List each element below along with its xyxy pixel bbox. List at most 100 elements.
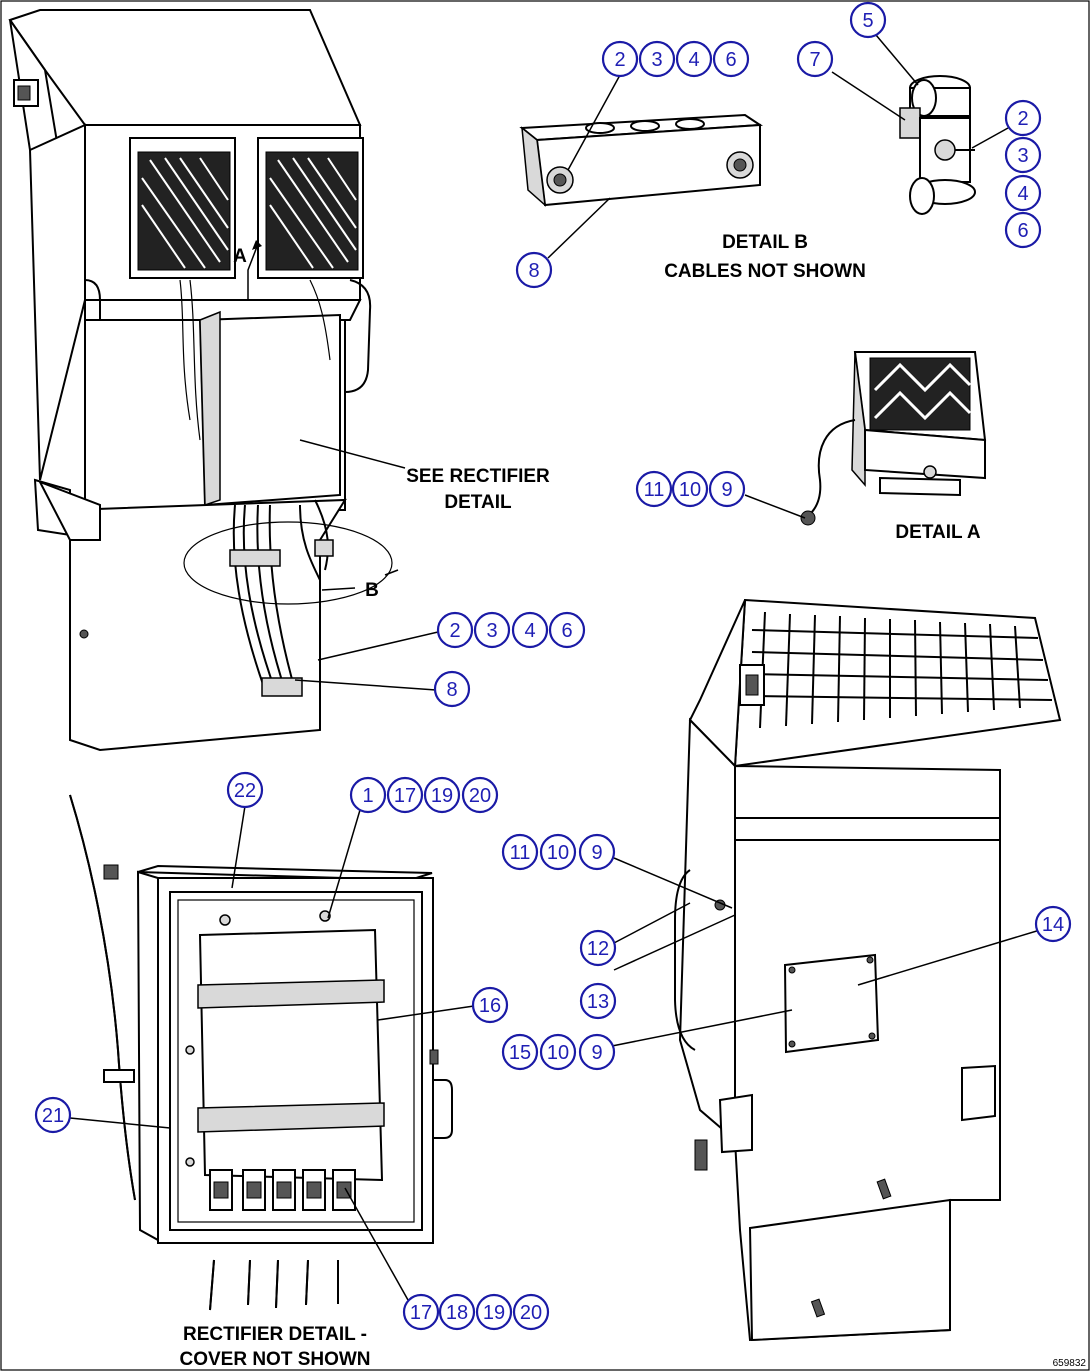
callout-14: 14 [1034,905,1072,943]
callout-circle [475,1293,513,1331]
callout-circle [1004,174,1042,212]
callout-number: 20 [520,1302,542,1324]
callout-number: 6 [561,620,572,642]
rear-unit-hood-grille [733,598,1062,768]
callout-10: 10 [671,470,709,508]
callout-circle [461,776,499,814]
callout-4: 4 [1004,174,1042,212]
see-rectifier-line1: SEE RECTIFIER [406,466,550,487]
callout-circle [226,771,264,809]
callout-circle [849,1,887,39]
callout-circle [578,833,616,871]
callout-circle [1034,905,1072,943]
callout-2: 2 [601,40,639,78]
callout-number: 7 [809,49,820,71]
callout-20: 20 [512,1293,550,1331]
callout-circle [34,1096,72,1134]
callout-circle [386,776,424,814]
callout-circle [539,833,577,871]
callout-circle [601,40,639,78]
rectifier-unit [198,928,384,1182]
callout-circle [511,611,549,649]
callout-21: 21 [34,1096,72,1134]
main-unit-cables [229,499,334,697]
callout-number: 3 [1017,145,1028,167]
callout-number: 8 [446,679,457,701]
detail-b-bracket [519,113,764,207]
rectifier-caption-line2: COVER NOT SHOWN [179,1349,370,1370]
callout-16: 16 [471,986,509,1024]
detail-b-marker-ellipse [183,521,393,605]
callout-20: 20 [461,776,499,814]
callout-circle [515,251,553,289]
callout-circle [438,1293,476,1331]
callout-circle [712,40,750,78]
callout-number: 11 [510,842,531,864]
callout-circle [1004,136,1042,174]
callout-circle [423,776,461,814]
callout-circle [675,40,713,78]
callout-10: 10 [539,833,577,871]
callout-8: 8 [515,251,553,289]
callout-circle [433,670,471,708]
callout-number: 9 [591,842,602,864]
callout-6: 6 [1004,211,1042,249]
callout-circle [501,833,539,871]
rectifier-caption-line1: RECTIFIER DETAIL - [183,1324,367,1345]
callout-10: 10 [539,1033,577,1071]
callout-number: 15 [509,1042,531,1064]
detail-b-caption-line2: CABLES NOT SHOWN [664,261,866,282]
detail-a-grille-close-up [800,351,987,526]
callout-5: 5 [849,1,887,39]
callout-circle [548,611,586,649]
callout-number: 5 [862,10,873,32]
callout-number: 2 [1017,108,1028,130]
callout-number: 20 [469,785,491,807]
leader-see-rectifier [299,439,406,469]
callout-number: 17 [394,785,416,807]
callout-9: 9 [578,1033,616,1071]
callout-22: 22 [226,771,264,809]
main-unit-rectifier-box [198,313,341,507]
callout-circle [1004,99,1042,137]
detail-b-caption-line1: DETAIL B [722,232,808,253]
callout-circle [349,776,387,814]
callout-1: 1 [349,776,387,814]
callout-number: 10 [547,842,569,864]
main-unit-left-grille [129,137,236,279]
callout-15: 15 [501,1033,539,1071]
callout-circle [638,40,676,78]
rectifier-cables-below [209,1259,339,1311]
callout-number: 8 [528,260,539,282]
callout-circle [796,40,834,78]
callout-number: 4 [688,49,699,71]
callout-circle [579,929,617,967]
detail-b-cable-clamp [899,75,976,215]
view-label-a: A [233,246,247,267]
callout-3: 3 [638,40,676,78]
callout-number: 11 [644,479,665,501]
callout-number: 22 [234,780,256,802]
callout-13: 13 [579,982,617,1020]
main-unit-right-grille [257,137,364,279]
callout-number: 2 [449,620,460,642]
callout-circle [708,470,746,508]
callout-number: 12 [587,938,609,960]
callout-number: 9 [591,1042,602,1064]
callout-circle [578,1033,616,1071]
callout-number: 19 [431,785,453,807]
callout-number: 10 [679,479,701,501]
callout-number: 21 [42,1105,64,1127]
callout-circle [539,1033,577,1071]
callout-circle [402,1293,440,1331]
callout-3: 3 [473,611,511,649]
callout-number: 4 [1017,183,1028,205]
callout-circle [635,470,673,508]
callout-circle [471,986,509,1024]
callout-number: 6 [1017,220,1028,242]
callout-17: 17 [402,1293,440,1331]
main-unit-assembly: B A [8,9,399,752]
